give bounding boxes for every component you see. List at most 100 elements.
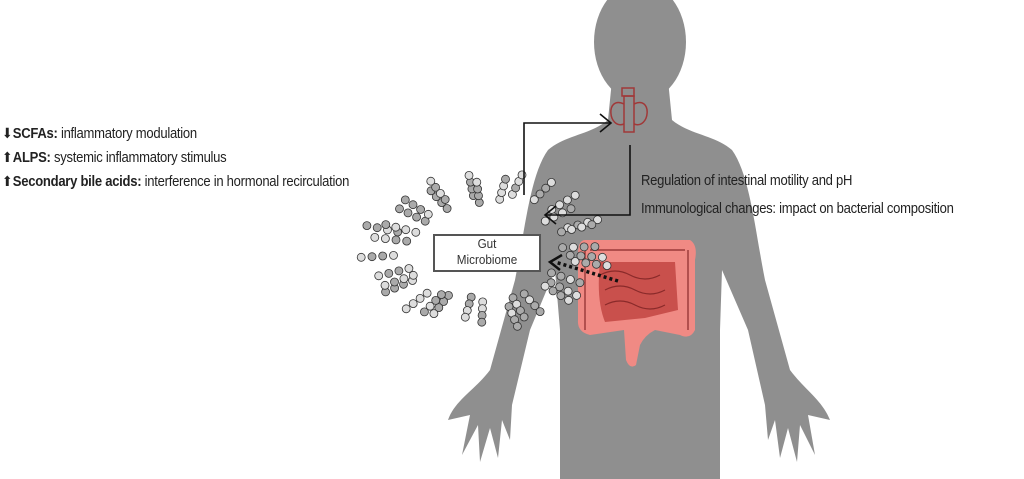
bacterium — [440, 195, 450, 204]
bacterium — [380, 234, 390, 244]
bacterium — [425, 301, 435, 311]
bacterium — [402, 236, 412, 246]
bacterium — [535, 189, 545, 199]
bacterium — [411, 227, 421, 237]
bacterium — [512, 299, 522, 309]
bacterium — [530, 301, 540, 311]
bacterium — [508, 293, 518, 303]
bacterium — [390, 277, 399, 287]
bacterium — [564, 295, 573, 305]
gut-microbiome-box: Gut Microbiome — [433, 234, 541, 272]
bacterium — [403, 208, 413, 218]
bacterium — [519, 289, 529, 299]
bacterium — [569, 242, 578, 252]
bacterium — [395, 204, 404, 214]
bacterium — [529, 195, 539, 205]
bacterium — [422, 288, 432, 298]
bacterium — [535, 307, 545, 317]
bacterium — [362, 221, 372, 231]
bacterium — [587, 220, 597, 230]
bacterium — [556, 271, 566, 281]
bacterium — [436, 290, 446, 300]
bacterium — [416, 205, 426, 214]
bacterium — [374, 271, 384, 281]
bacterium — [391, 235, 401, 245]
bacterium — [555, 282, 564, 292]
bacterium — [380, 280, 390, 290]
bacterium — [401, 225, 411, 235]
thyroid-effect-motility: Regulation of intestinal motility and pH — [641, 173, 853, 189]
bacterium — [477, 317, 487, 327]
bacterium — [555, 200, 564, 210]
bacterium — [548, 286, 558, 296]
arrow-up-icon: ⬆ — [2, 149, 13, 165]
bacterium — [567, 225, 576, 234]
bacterium — [401, 304, 411, 314]
bacterium — [389, 250, 398, 260]
arrow-down-icon: ⬇ — [2, 125, 13, 141]
effect-scfas: ⬇SCFAs: inflammatory modulation — [2, 125, 197, 142]
bacterium — [592, 259, 601, 269]
bacterium — [540, 216, 550, 226]
bacterium — [372, 223, 382, 233]
bacterium — [394, 266, 404, 276]
bacterium — [557, 227, 566, 237]
bacterium — [547, 268, 556, 278]
bacterium — [570, 190, 580, 200]
bacterium — [408, 299, 418, 309]
bacterium — [404, 264, 414, 273]
bacterium — [399, 274, 409, 284]
bacterium — [572, 290, 581, 300]
bacterium — [602, 261, 612, 271]
thyroid-icon — [610, 87, 648, 133]
bacterium — [540, 281, 550, 291]
thyroid-effect-immunological: Immunological changes: impact on bacteri… — [641, 201, 954, 217]
bacterium — [434, 303, 444, 313]
bacterium — [431, 295, 441, 305]
bacterium — [378, 251, 388, 261]
bacterium — [556, 291, 566, 301]
bacterium — [429, 309, 439, 319]
bacterium — [381, 220, 391, 230]
bacterium — [566, 275, 575, 284]
bacterium — [442, 204, 452, 213]
bacterium — [472, 177, 482, 187]
bacterium — [566, 204, 576, 214]
bacterium — [541, 183, 551, 193]
bacterium — [558, 243, 567, 253]
bacterium — [408, 270, 418, 280]
bacteria-cluster — [356, 170, 612, 331]
bacterium — [367, 252, 377, 262]
bacterium — [423, 209, 433, 219]
bacterium — [576, 251, 586, 261]
bacterium — [415, 293, 425, 303]
bacterium — [391, 222, 401, 232]
bacterium — [519, 312, 529, 322]
bacterium — [384, 268, 394, 278]
bacterium — [431, 182, 441, 192]
bacterium — [419, 307, 429, 317]
bacterium — [435, 188, 445, 198]
effect-bile-acids: ⬆Secondary bile acids: interference in h… — [2, 173, 350, 190]
bacterium — [598, 252, 607, 262]
feedback-arrows — [523, 113, 631, 283]
bacterium — [408, 200, 418, 210]
bacterium — [565, 250, 575, 260]
bacterium — [570, 257, 580, 266]
bacterium — [547, 177, 556, 187]
effect-alps: ⬆ALPS: systemic inflammatory stimulus — [2, 149, 227, 166]
bacterium — [587, 252, 597, 262]
bacterium — [501, 174, 510, 184]
bacterium — [590, 242, 600, 252]
bacterium — [579, 242, 589, 252]
bacterium — [581, 258, 591, 268]
bacterium — [577, 222, 587, 232]
bacterium — [563, 195, 572, 205]
bacterium — [525, 295, 534, 305]
intestine-icon — [577, 240, 696, 367]
bacterium — [513, 321, 522, 331]
bacterium — [426, 176, 436, 186]
bacterium — [563, 286, 573, 296]
